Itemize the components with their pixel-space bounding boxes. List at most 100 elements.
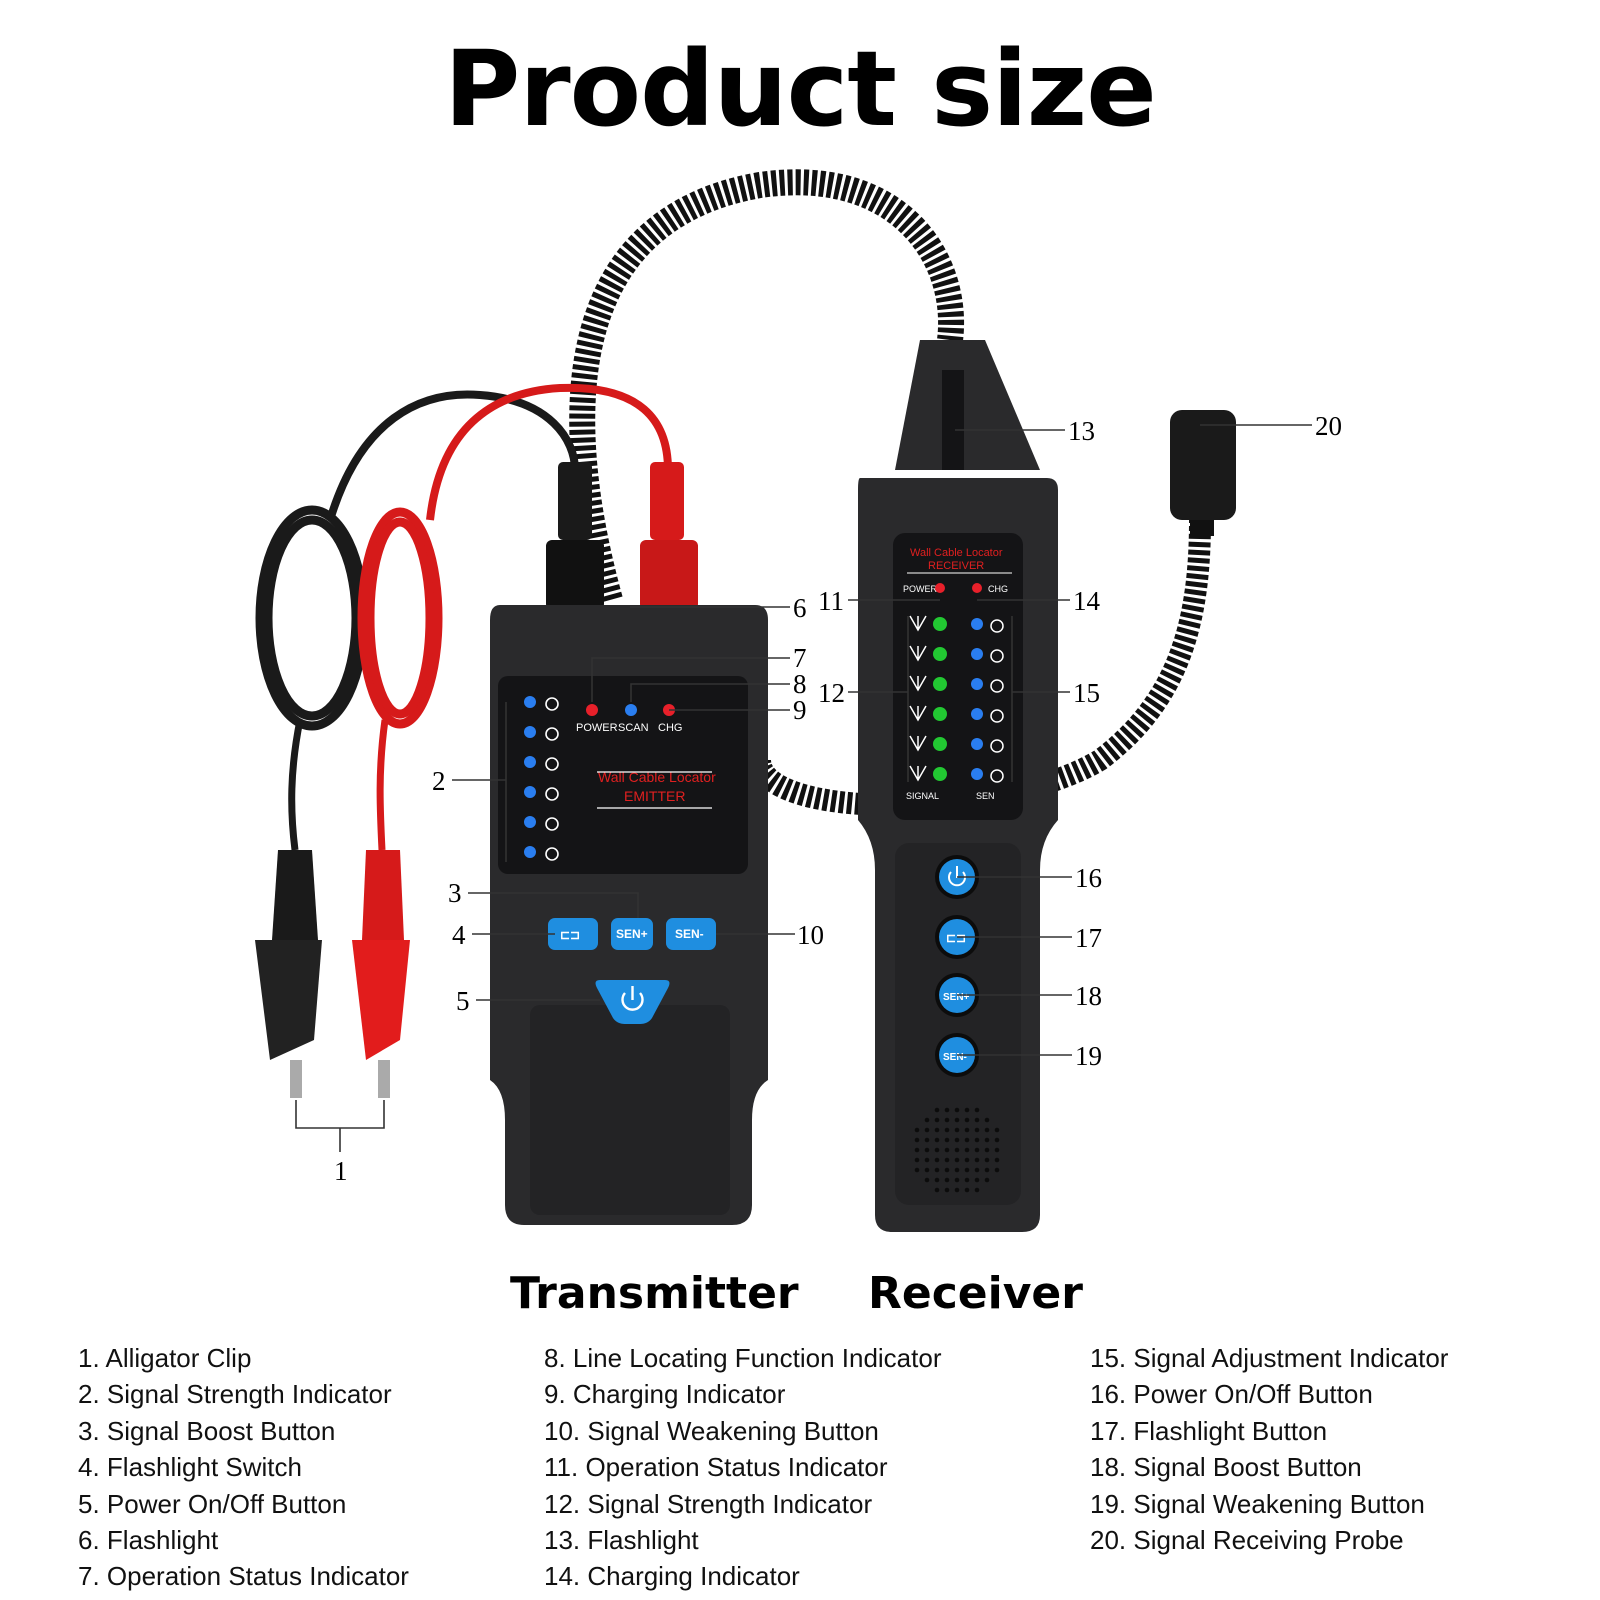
speaker-hole: [964, 1177, 970, 1183]
callout-11: 11: [818, 586, 844, 616]
red-plug: [650, 462, 684, 540]
callout-18: 18: [1075, 981, 1102, 1011]
legend-item: 8. Line Locating Function Indicator: [544, 1343, 942, 1373]
speaker-hole: [984, 1177, 990, 1183]
legend-item: 15. Signal Adjustment Indicator: [1090, 1343, 1449, 1373]
speaker-hole: [914, 1127, 920, 1133]
power-icon: [621, 986, 644, 1011]
rx-chg-led: [972, 583, 982, 593]
speaker-hole: [914, 1157, 920, 1163]
red-lead: [357, 383, 672, 851]
speaker-hole: [924, 1117, 930, 1123]
legend-item: 14. Charging Indicator: [544, 1561, 800, 1592]
speaker-hole: [964, 1137, 970, 1143]
callout-7: 7: [793, 643, 807, 673]
speaker-hole: [964, 1187, 970, 1193]
speaker-hole: [944, 1157, 950, 1163]
callout-10: 10: [797, 920, 824, 950]
speaker-hole: [924, 1177, 930, 1183]
receiver-label: Receiver: [868, 1268, 1083, 1319]
speaker-hole: [934, 1187, 940, 1193]
callout-12: 12: [818, 678, 845, 708]
tx-sen-minus-label: SEN-: [675, 927, 704, 941]
speaker-hole: [954, 1127, 960, 1133]
speaker-hole: [954, 1167, 960, 1173]
speaker-hole: [984, 1117, 990, 1123]
tx-signal-strength-leds: [524, 696, 559, 861]
legend-item: 3. Signal Boost Button: [78, 1415, 336, 1446]
flashlight-icon: ⊏⊐: [946, 931, 966, 945]
black-alligator-clip: [255, 850, 322, 1098]
speaker-hole: [934, 1137, 940, 1143]
speaker-hole: [914, 1167, 920, 1173]
speaker-hole: [934, 1107, 940, 1113]
speaker-hole: [974, 1107, 980, 1113]
speaker-hole: [934, 1147, 940, 1153]
speaker-hole: [994, 1137, 1000, 1143]
speaker-hole: [994, 1147, 1000, 1153]
speaker-hole: [944, 1177, 950, 1183]
page-title: Product size: [444, 28, 1157, 150]
callout-13: 13: [1068, 416, 1095, 446]
legend-item: 13. Flashlight: [544, 1524, 699, 1555]
rx-signal-leds: [933, 617, 947, 781]
speaker-hole: [964, 1157, 970, 1163]
tx-sen-plus-button[interactable]: [611, 918, 653, 950]
tx-scan-label: SCAN: [618, 722, 649, 734]
speaker-hole: [974, 1127, 980, 1133]
speaker-hole: [954, 1147, 960, 1153]
speaker-hole: [984, 1127, 990, 1133]
tx-scan-led: [625, 704, 637, 716]
speaker-hole: [964, 1107, 970, 1113]
callout-3: 3: [448, 878, 462, 908]
speaker-hole: [954, 1137, 960, 1143]
rx-brand-line2: RECEIVER: [928, 560, 984, 572]
speaker-hole: [924, 1147, 930, 1153]
speaker-hole: [914, 1137, 920, 1143]
speaker-hole: [934, 1167, 940, 1173]
callout-4: 4: [452, 920, 466, 950]
speaker-hole: [964, 1117, 970, 1123]
tx-brand-line2: EMITTER: [624, 788, 685, 804]
speaker-hole: [984, 1167, 990, 1173]
legend-item: 20. Signal Receiving Probe: [1090, 1524, 1404, 1555]
speaker-hole: [984, 1157, 990, 1163]
tx-flashlight-icon: ⊏⊐: [560, 928, 580, 942]
speaker-hole: [984, 1137, 990, 1143]
sen-dial-icons: [990, 619, 1004, 783]
speaker-hole: [994, 1157, 1000, 1163]
speaker-hole: [934, 1117, 940, 1123]
tx-flashlight-button[interactable]: [548, 918, 598, 950]
speaker-hole: [924, 1127, 930, 1133]
speaker-hole: [974, 1157, 980, 1163]
tx-power-button[interactable]: [595, 980, 670, 1024]
rx-power-label: POWER: [903, 584, 938, 594]
legend-item: 1. Alligator Clip: [78, 1343, 252, 1373]
tx-sen-plus-label: SEN+: [616, 927, 648, 941]
speaker-hole: [934, 1127, 940, 1133]
speaker-hole: [944, 1137, 950, 1143]
speaker-hole: [964, 1147, 970, 1153]
speaker-hole: [974, 1177, 980, 1183]
speaker-hole: [994, 1127, 1000, 1133]
callout-15: 15: [1073, 678, 1100, 708]
speaker-grille: [914, 1107, 1000, 1193]
tx-sen-minus-button[interactable]: [666, 918, 716, 950]
speaker-hole: [934, 1157, 940, 1163]
callout-1: 1: [334, 1156, 348, 1186]
speaker-hole: [944, 1187, 950, 1193]
rx-sen-plus-label: SEN+: [943, 992, 970, 1003]
tx-chg-label: CHG: [658, 722, 682, 734]
speaker-hole: [974, 1117, 980, 1123]
speaker-hole: [974, 1147, 980, 1153]
callout-numbers: 1 2 3 4 5 6 7 8 9 10 11 12 13 14 15 16 1…: [334, 411, 1342, 1186]
signal-receiving-probe: [1170, 410, 1236, 520]
speaker-hole: [924, 1157, 930, 1163]
legend-item: 17. Flashlight Button: [1090, 1415, 1328, 1446]
speaker-hole: [974, 1187, 980, 1193]
legend-item: 12. Signal Strength Indicator: [544, 1488, 873, 1519]
legend-item: 19. Signal Weakening Button: [1090, 1488, 1425, 1519]
rx-brand-line1: Wall Cable Locator: [910, 547, 1003, 559]
callout-17: 17: [1075, 923, 1102, 953]
